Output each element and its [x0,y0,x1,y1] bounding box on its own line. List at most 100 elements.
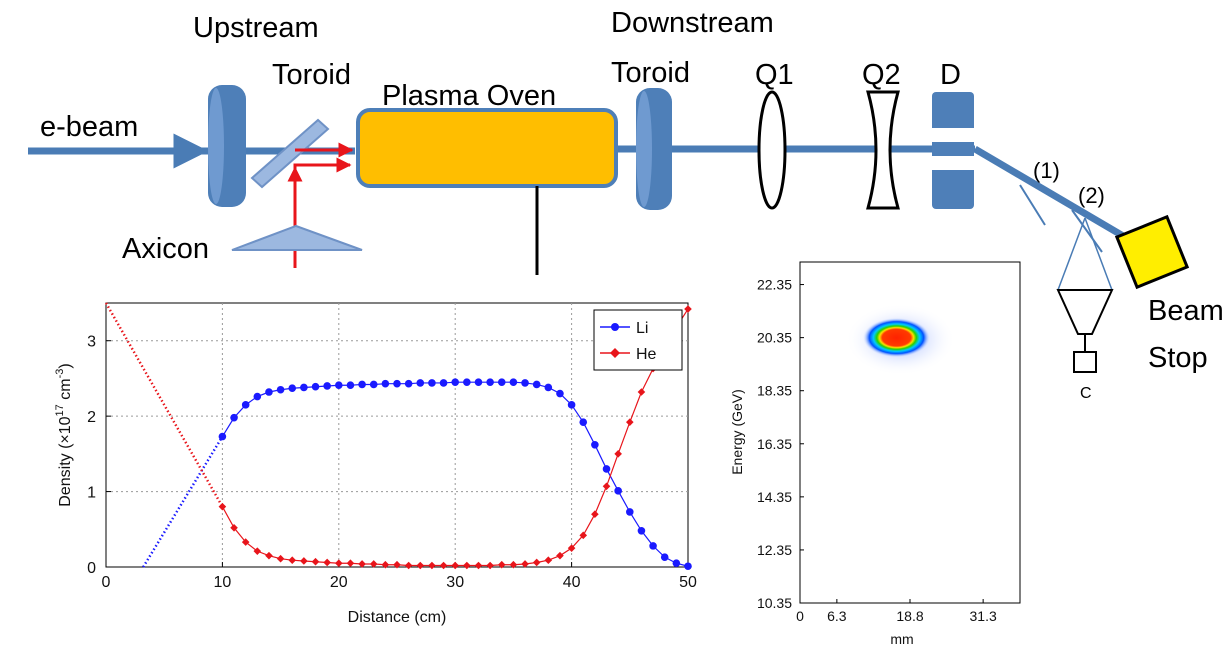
x-tick-label: 40 [563,574,581,591]
y-tick-label: 0 [87,560,96,577]
point-he [684,305,692,313]
mirror [250,118,330,189]
point-li [265,388,273,396]
point-he [474,561,483,570]
point-he [416,561,425,570]
density-chart-legend: Li He [593,309,683,371]
beamline: Upstream Toroid Downstream Toroid e-beam… [28,7,1224,402]
density-chart-x-axis-label: Distance (cm) [348,609,447,626]
downstream-toroid-label-1: Downstream [611,7,774,39]
ebeam-label: e-beam [40,111,138,143]
point-li [288,384,297,393]
point-li [521,379,529,387]
point-he [404,561,413,570]
marker-1-label: (1) [1033,158,1060,183]
point-li [672,559,681,568]
point-li [649,542,657,550]
point-li [684,562,692,571]
point-li [591,441,599,449]
point-li [509,378,518,387]
point-he [591,510,599,518]
point-li [544,383,553,392]
point-he [288,556,297,565]
point-li [335,381,343,390]
plasma-oven [356,108,618,188]
density-chart-grid [106,303,688,567]
spectrum-y-tick-label: 10.35 [757,595,792,611]
quadrupole-q1 [757,90,787,210]
point-he [276,554,285,563]
axicon [231,224,363,251]
point-he [544,556,553,565]
point-li [532,380,541,389]
energy-spectrum-x-axis-label: mm [890,631,913,647]
laser-path [293,157,352,268]
point-li [463,378,471,387]
point-li [486,378,494,387]
dipole-d [932,92,974,209]
diagnostic-marker-2 [1071,209,1103,253]
extrapolation-he [104,302,224,508]
point-li [474,378,483,387]
y-tick-label: 2 [87,409,96,426]
q1-label: Q1 [755,59,794,91]
point-he [532,558,541,567]
point-li [300,383,308,392]
spectrum-x-tick-label: 18.8 [896,608,923,624]
spectrum-x-tick-label: 6.3 [827,608,847,624]
energy-spectrum-spot [845,303,956,376]
spectrum-y-tick-label: 18.35 [757,383,792,399]
point-li [660,553,669,561]
axicon-label: Axicon [122,233,209,265]
energy-spectrum-y-axis-label: Energy (GeV) [729,389,745,475]
spectrum-x-tick-label: 0 [796,608,804,624]
point-li [358,380,366,389]
point-he [497,560,506,569]
point-he [218,502,227,511]
d-label: D [940,59,961,91]
point-li [626,508,634,516]
point-li [497,378,506,387]
electron-spot [862,317,931,358]
point-li [439,379,448,387]
point-he [486,561,494,570]
point-li [428,379,436,387]
camera-label: C [1080,385,1092,402]
camera [1056,289,1114,373]
point-li [369,380,378,389]
downstream-toroid-label-2: Toroid [611,57,690,89]
upstream-toroid-label-1: Upstream [193,12,319,44]
y-tick-label: 1 [87,485,96,502]
point-li [451,378,460,387]
point-li [614,487,622,495]
point-he [439,561,448,570]
density-chart-extrapolation [104,302,224,568]
point-he [230,523,238,532]
point-li [556,389,564,398]
downstream-toroid [636,88,672,210]
point-he [323,558,331,567]
point-li [416,379,425,387]
density-chart-series [218,305,692,571]
point-he [521,560,529,568]
q2-label: Q2 [862,59,901,91]
legend-li-marker [611,323,619,331]
point-li [567,401,576,409]
legend-li-label: Li [636,320,648,337]
point-li [602,465,611,473]
point-li [253,392,262,401]
diagnostic-marker-1 [1019,184,1046,226]
point-li [637,526,646,535]
upstream-toroid [208,85,246,207]
point-li [218,432,227,441]
point-li [393,379,401,388]
density-chart-plot-area [105,302,689,568]
point-he [602,482,611,491]
x-tick-label: 50 [679,574,697,591]
quadrupole-q2 [866,90,900,210]
point-li [579,418,588,426]
